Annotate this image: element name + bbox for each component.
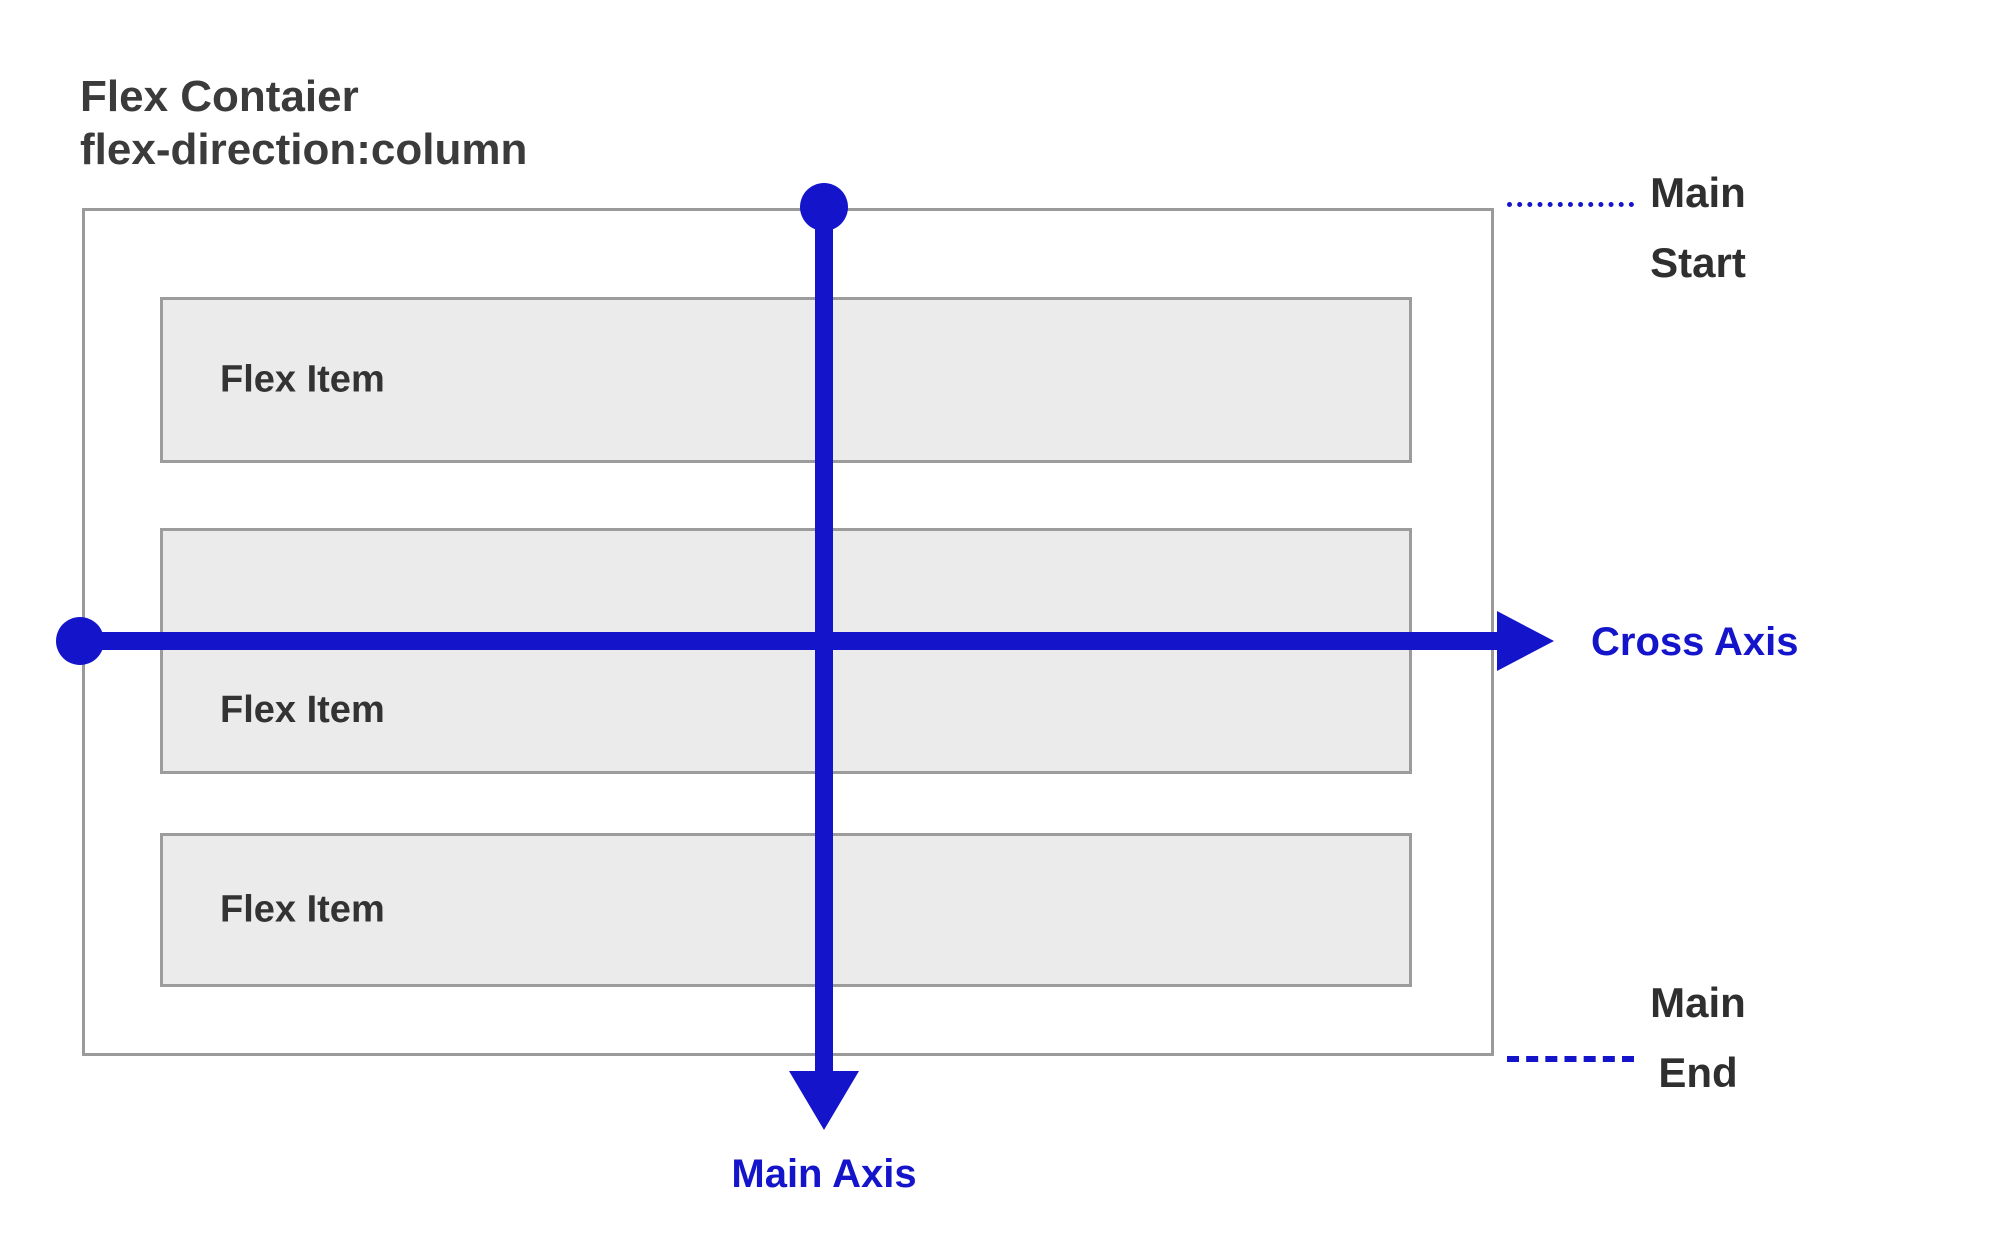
flex-item-3: Flex Item	[160, 833, 1412, 987]
main-axis-arrowhead-icon	[789, 1071, 859, 1130]
diagram-title: Flex Contaier flex-direction:column	[80, 70, 527, 176]
main-axis-start-dot-icon	[800, 183, 848, 231]
cross-axis-label: Cross Axis	[1591, 620, 1799, 664]
cross-axis-line	[80, 632, 1498, 650]
main-start-marker: Main Start	[1593, 158, 1803, 298]
main-start-leader-line	[1507, 202, 1634, 207]
diagram-title-line1: Flex Contaier	[80, 72, 359, 121]
main-end-leader-line	[1507, 1056, 1634, 1062]
main-end-marker: Main End	[1593, 968, 1803, 1108]
cross-axis-arrowhead-icon	[1497, 611, 1554, 671]
main-start-line1: Main	[1650, 169, 1746, 216]
diagram-title-line2: flex-direction:column	[80, 125, 528, 174]
flex-item-2-label: Flex Item	[220, 689, 385, 731]
main-axis-label: Main Axis	[731, 1152, 917, 1196]
cross-axis-start-dot-icon	[56, 617, 104, 665]
main-end-line2: End	[1658, 1049, 1738, 1096]
flex-item-1: Flex Item	[160, 297, 1412, 463]
flex-item-3-label: Flex Item	[220, 888, 385, 931]
flex-item-2: Flex Item	[160, 528, 1412, 774]
main-start-line2: Start	[1650, 239, 1746, 286]
flex-item-1-label: Flex Item	[220, 358, 385, 401]
main-end-line1: Main	[1650, 979, 1746, 1026]
